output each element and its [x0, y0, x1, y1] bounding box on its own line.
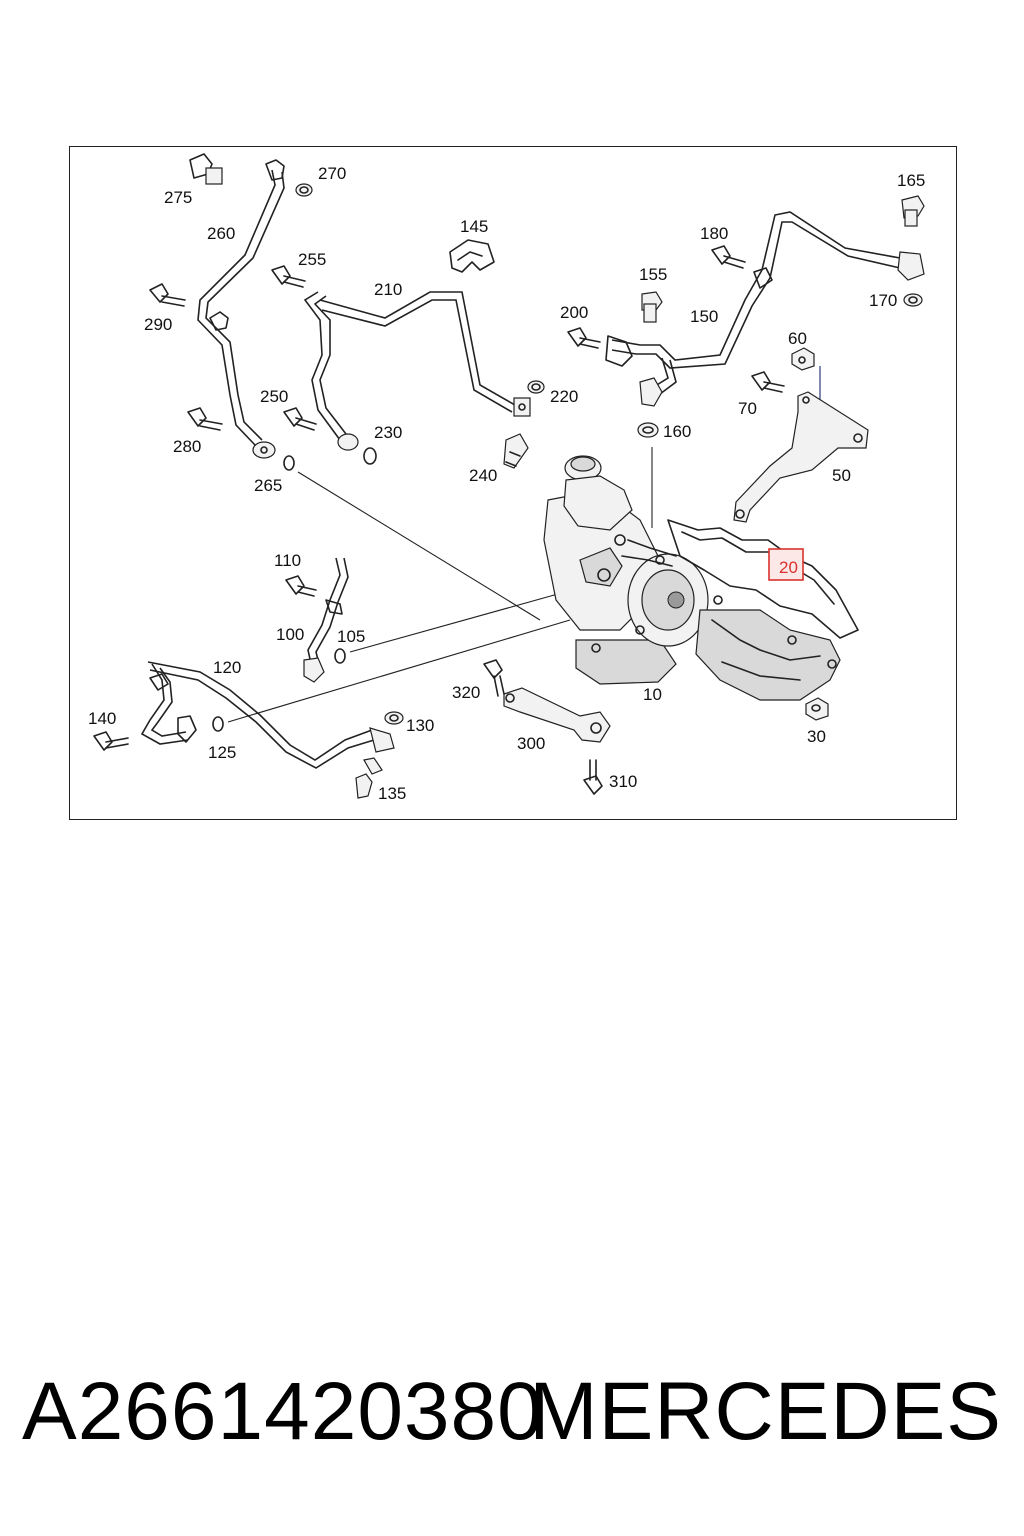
label-300: 300 — [517, 734, 545, 753]
label-210: 210 — [374, 280, 402, 299]
label-260: 260 — [207, 224, 235, 243]
oil-line-150 — [605, 211, 925, 407]
label-275: 275 — [164, 188, 192, 207]
bolt-250 — [283, 407, 317, 431]
label-105: 105 — [337, 627, 365, 646]
gasket-20 — [667, 519, 859, 639]
seal-130 — [384, 711, 404, 725]
label-165: 165 — [897, 171, 925, 190]
label-50: 50 — [832, 466, 851, 485]
label-140: 140 — [88, 709, 116, 728]
label-180: 180 — [700, 224, 728, 243]
hollow-bolt-240 — [503, 433, 529, 469]
clip-145 — [449, 239, 495, 273]
label-220: 220 — [550, 387, 578, 406]
label-135: 135 — [378, 784, 406, 803]
part-labels: 275 270 260 255 290 250 280 265 145 210 … — [88, 164, 925, 803]
seal-270 — [295, 183, 313, 197]
label-30: 30 — [807, 727, 826, 746]
nut-30 — [805, 697, 829, 721]
label-250: 250 — [260, 387, 288, 406]
banjo-bolt-275 — [189, 153, 223, 185]
bracket-50 — [733, 391, 869, 523]
label-20: 20 — [779, 558, 798, 577]
highlight-box — [768, 548, 804, 581]
part-number: A2661420380 — [22, 1366, 544, 1457]
pipe-120 — [140, 661, 395, 769]
label-230: 230 — [374, 423, 402, 442]
label-145: 145 — [460, 217, 488, 236]
bolt-255 — [271, 265, 306, 288]
leader-lines — [227, 366, 821, 723]
bolt-110 — [285, 575, 317, 597]
label-60: 60 — [788, 329, 807, 348]
brand-name: MERCEDES — [529, 1366, 1002, 1457]
bolt-290 — [149, 283, 186, 307]
oil-line-210 — [303, 291, 531, 451]
label-265: 265 — [254, 476, 282, 495]
seal-230 — [363, 447, 377, 465]
caption: A2661420380 MERCEDES — [0, 1365, 1024, 1475]
support-300 — [503, 687, 611, 743]
label-270: 270 — [318, 164, 346, 183]
hollow-bolt-135 — [355, 757, 383, 799]
label-110: 110 — [274, 551, 301, 570]
label-120: 120 — [213, 658, 241, 677]
label-200: 200 — [560, 303, 588, 322]
label-290: 290 — [144, 315, 172, 334]
pipe-100 — [303, 557, 349, 683]
label-70: 70 — [738, 399, 757, 418]
seal-265 — [283, 455, 295, 471]
seal-125 — [212, 716, 224, 732]
bolt-310 — [583, 759, 603, 795]
label-150: 150 — [690, 307, 718, 326]
label-170: 170 — [869, 291, 897, 310]
bolt-165 — [901, 195, 925, 227]
label-280: 280 — [173, 437, 201, 456]
seal-160 — [637, 422, 659, 438]
seal-105 — [334, 648, 346, 664]
bolt-200 — [567, 327, 601, 349]
label-100: 100 — [276, 625, 304, 644]
label-320: 320 — [452, 683, 480, 702]
label-160: 160 — [663, 422, 691, 441]
label-255: 255 — [298, 250, 326, 269]
bolt-180 — [711, 245, 746, 269]
bolt-155 — [641, 291, 663, 323]
label-130: 130 — [406, 716, 434, 735]
exhaust-manifold — [695, 595, 841, 701]
nut-60 — [791, 347, 815, 371]
bolt-320 — [483, 659, 505, 697]
seal-170 — [903, 293, 923, 307]
label-310: 310 — [609, 772, 637, 791]
bolt-70 — [751, 371, 785, 393]
oil-line-260 — [197, 159, 285, 459]
bolt-140 — [93, 731, 129, 751]
label-125: 125 — [208, 743, 236, 762]
label-155: 155 — [639, 265, 667, 284]
turbocharger-10 — [543, 455, 709, 685]
bolt-280 — [187, 407, 223, 431]
seal-220 — [527, 380, 545, 394]
label-10: 10 — [643, 685, 662, 704]
label-240: 240 — [469, 466, 497, 485]
